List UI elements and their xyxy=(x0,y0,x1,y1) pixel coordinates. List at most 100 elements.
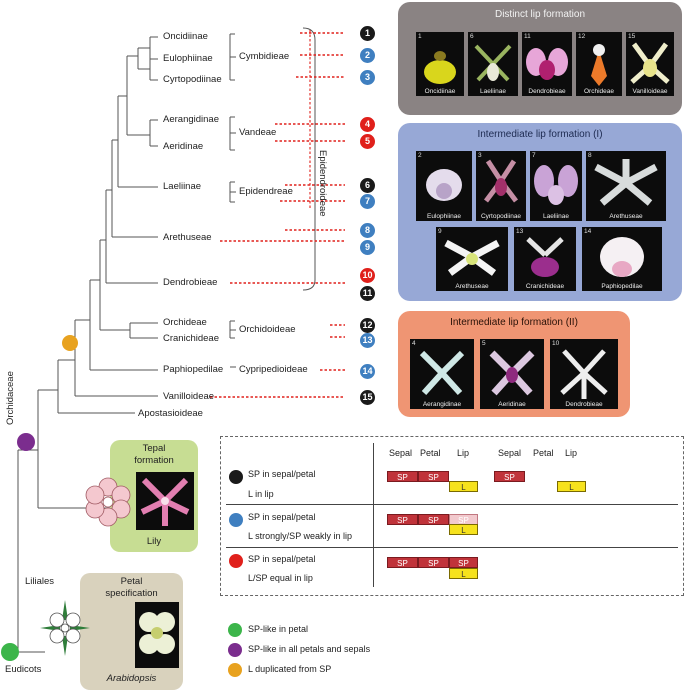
key-dot-purple xyxy=(228,643,242,657)
marker-6: 6 xyxy=(360,178,375,193)
tribe-label: Cypripedioideae xyxy=(239,364,308,375)
header-petal: Petal xyxy=(533,448,554,458)
row-3-line-2: L/SP equal in lip xyxy=(248,573,313,583)
header-petal: Petal xyxy=(420,448,441,458)
lily-caption: Lily xyxy=(146,536,162,547)
taxon-label: Cranichideae xyxy=(163,333,219,344)
row-2-line-1: SP in sepal/petal xyxy=(248,512,316,522)
sp-box: SP xyxy=(418,557,449,568)
taxon-label: Apostasioideae xyxy=(138,408,203,419)
sp-box: SP xyxy=(387,471,418,482)
row-1-line-1: SP in sepal/petal xyxy=(248,469,316,479)
tribe-label: Vandeae xyxy=(239,127,277,138)
panel-title: Intermediate lip formation (II) xyxy=(450,317,578,328)
row-1-line-2: L in lip xyxy=(248,489,274,499)
lily-flower-diagram xyxy=(85,477,131,527)
liliales-label: Liliales xyxy=(25,576,55,587)
node-dot-orange xyxy=(62,335,78,351)
petal-title-1: Petal xyxy=(120,576,143,587)
node-dot-purple xyxy=(17,433,35,451)
l-box: L xyxy=(557,481,586,492)
taxon-label: Oncidiinae xyxy=(163,31,208,42)
l-box: L xyxy=(449,568,478,579)
taxon-label: Cyrtopodiinae xyxy=(163,74,222,85)
marker-14: 14 xyxy=(360,364,375,379)
marker-8: 8 xyxy=(360,223,375,238)
tribe-label: Cymbidieae xyxy=(239,51,290,62)
row-3-line-1: SP in sepal/petal xyxy=(248,554,316,564)
marker-5: 5 xyxy=(360,134,375,149)
key-dot-orange xyxy=(228,663,242,677)
tepal-title-1: Tepal xyxy=(142,443,166,454)
panel-title: Intermediate lip formation (I) xyxy=(477,129,603,140)
marker-13: 13 xyxy=(360,333,375,348)
row-dot-black xyxy=(229,470,243,484)
header-lip: Lip xyxy=(565,448,578,458)
row-2-line-2: L strongly/SP weakly in lip xyxy=(248,531,353,541)
orchidaceae-label: Orchidaceae xyxy=(5,371,16,425)
panel-title: Distinct lip formation xyxy=(494,9,586,20)
tepal-title-2: formation xyxy=(134,455,174,466)
taxon-label: Laeliinae xyxy=(163,181,202,192)
sp-box: SP xyxy=(418,471,449,482)
taxon-label: Arethuseae xyxy=(163,232,212,243)
taxon-label: Aerangidinae xyxy=(163,114,219,125)
marker-3: 3 xyxy=(360,70,375,85)
sp-box: SP xyxy=(418,514,449,525)
marker-15: 15 xyxy=(360,390,375,405)
marker-10: 10 xyxy=(360,268,375,283)
petal-specification-box: Petal specification Arabidopsis xyxy=(80,573,183,690)
row-dot-blue xyxy=(229,513,243,527)
node-dot-green xyxy=(1,643,19,661)
marker-7: 7 xyxy=(360,194,375,209)
header-sepal: Sepal xyxy=(389,448,413,458)
taxon-label: Dendrobieae xyxy=(163,277,218,288)
sp-box: SP xyxy=(387,557,418,568)
arabidopsis-flower-diagram xyxy=(40,600,90,656)
row-dot-red xyxy=(229,554,243,568)
header-sepal: Sepal xyxy=(498,448,522,458)
taxon-label: Orchideae xyxy=(163,317,207,328)
marker-1: 1 xyxy=(360,26,375,41)
eudicots-label: Eudicots xyxy=(5,664,42,675)
epidendroideae-label: Epidendroideae xyxy=(317,150,328,217)
taxon-label: Eulophiinae xyxy=(163,53,213,64)
marker-4: 4 xyxy=(360,117,375,132)
l-box: L xyxy=(449,524,478,535)
sp-box: SP xyxy=(449,557,478,568)
petal-title-2: specification xyxy=(105,588,158,599)
tribe-label: Epidendreae xyxy=(239,186,293,197)
arabidopsis-photo xyxy=(135,602,179,668)
l-box: L xyxy=(449,481,478,492)
key-label-green: SP-like in petal xyxy=(248,624,309,634)
marker-11: 11 xyxy=(360,286,375,301)
tribe-label: Orchidoideae xyxy=(239,324,296,335)
taxon-label: Aeridinae xyxy=(163,141,204,152)
key-label-orange: L duplicated from SP xyxy=(248,664,332,674)
lily-photo xyxy=(136,472,194,530)
marker-2: 2 xyxy=(360,48,375,63)
key-label-purple: SP-like in all petals and sepals xyxy=(248,644,371,654)
expression-legend-table: Sepal Petal Lip Sepal Petal Lip SP in se… xyxy=(220,436,684,596)
key-dot-green xyxy=(228,623,242,637)
sp-box: SP xyxy=(387,514,418,525)
